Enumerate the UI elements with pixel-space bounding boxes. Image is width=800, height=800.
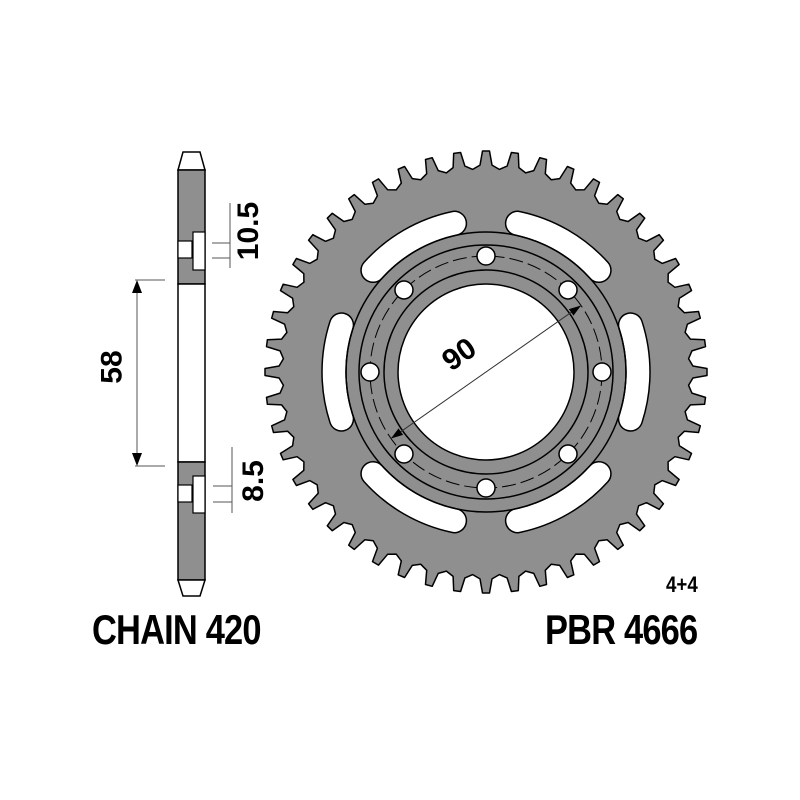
pcd-arrow-end — [568, 305, 582, 316]
part-number-label: PBR 4666 — [545, 606, 698, 653]
bolt-hole — [360, 362, 380, 382]
bolt-hole — [592, 362, 612, 382]
bolt-hole — [394, 280, 414, 300]
profile-upper-body — [177, 169, 206, 285]
bolt-pattern-label: 4+4 — [666, 572, 698, 597]
pcd-arrow-start — [390, 428, 404, 439]
hub-outer-ring — [345, 231, 627, 513]
profile-tooth-top — [177, 151, 206, 171]
sprocket-face — [264, 150, 708, 594]
hub-ring-3 — [383, 269, 589, 475]
profile-bore — [177, 283, 206, 463]
bore-dimension-label: 58 — [95, 350, 129, 384]
side-profile — [176, 151, 207, 597]
profile-tooth-bottom — [176, 579, 207, 597]
bolt-hole — [558, 280, 578, 300]
hub-offset-top-label: 10.5 — [232, 201, 266, 261]
bolt-hole — [558, 444, 578, 464]
hub-offset-top-dimension — [212, 203, 231, 268]
profile-upper-hub-gap — [177, 240, 193, 259]
hub-offset-bottom-dimension — [213, 447, 233, 513]
hub-offset-bottom-label: 8.5 — [236, 460, 270, 502]
bolt-hole — [476, 246, 496, 266]
pcd-dimension-line — [390, 305, 582, 439]
bolt-hole — [394, 444, 414, 464]
profile-lower-hub-gap — [177, 484, 193, 503]
hub-ring-2 — [358, 244, 614, 500]
profile-lower-hub — [192, 475, 206, 514]
bore-dimension — [132, 279, 165, 467]
bolt-hole — [476, 478, 496, 498]
chain-label: CHAIN 420 — [92, 606, 262, 653]
profile-upper-hub — [192, 231, 206, 271]
